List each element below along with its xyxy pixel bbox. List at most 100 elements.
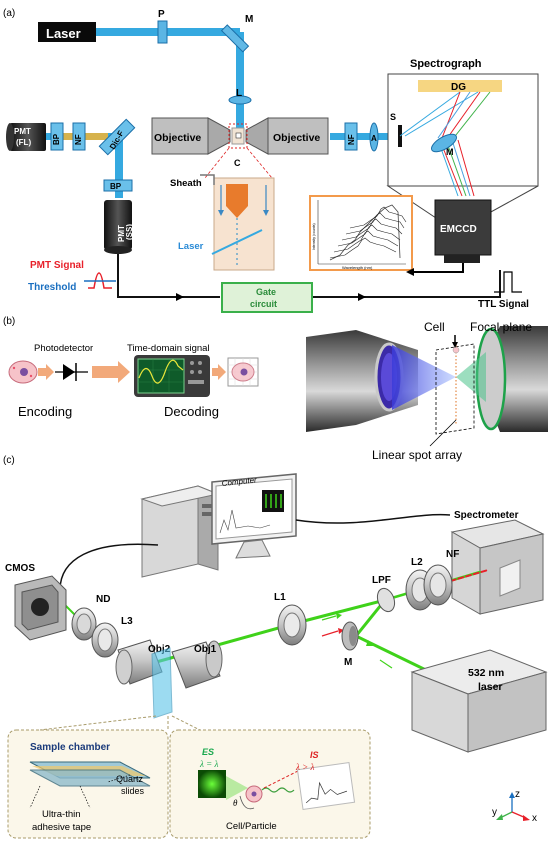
computer <box>140 473 297 578</box>
gate-circuit <box>221 282 313 313</box>
panel-a-label: (a) <box>3 8 15 19</box>
l3-label: L3 <box>121 616 133 627</box>
objective-right: Objective <box>245 117 329 155</box>
sheath-flow-cell <box>200 174 275 271</box>
collection-objective-render <box>456 326 548 432</box>
is-eq-label: λ > λ <box>295 762 314 772</box>
polarizer-label: P <box>158 9 165 20</box>
signal-wiring <box>117 254 501 298</box>
m-spec-label: M <box>446 147 454 157</box>
threshold-label: Threshold <box>28 282 76 293</box>
tape-label-1: Ultra-thin <box>42 809 81 820</box>
nf-label: NF <box>74 134 83 145</box>
laser-small-label: Laser <box>178 241 204 252</box>
spectrometer-label: Spectrometer <box>454 510 519 521</box>
pmt-signal-label: PMT Signal <box>30 260 84 271</box>
mirror-top-label: M <box>245 14 253 25</box>
focal-plane-label: Focal plane <box>470 320 532 334</box>
filter-bp-lower <box>103 179 133 192</box>
cell-label: Cell <box>424 320 445 334</box>
encoding-label: Encoding <box>18 404 72 419</box>
gate-label-2: circuit <box>250 299 277 309</box>
laser-word-label: laser <box>478 681 503 693</box>
theta-label: θ <box>233 798 238 808</box>
tape-label-2: adhesive tape <box>32 822 91 833</box>
axis-triad <box>496 792 530 821</box>
cables <box>59 513 451 591</box>
computer-label: Computer <box>221 475 257 488</box>
m-label: M <box>344 657 352 668</box>
obj1-label: Obj1 <box>194 644 217 655</box>
cell-particle-inset <box>169 715 371 839</box>
sample-chamber-slide <box>151 647 173 719</box>
panel-c-label: (c) <box>3 455 15 466</box>
cmos-label: CMOS <box>5 563 35 574</box>
lens-l2 <box>405 564 453 611</box>
cell-particle-label: Cell/Particle <box>226 821 277 832</box>
objective-obj2 <box>115 639 163 685</box>
laser-532-box <box>410 649 548 753</box>
dichroic-filter <box>98 118 136 156</box>
mirror-m-top <box>220 24 250 53</box>
pmt-ss-sub: (SS) <box>125 224 134 240</box>
filter-nf-right <box>344 122 358 151</box>
obj2-label: Obj2 <box>148 644 171 655</box>
zoom-lines <box>204 147 273 179</box>
arrow-b3 <box>212 364 226 380</box>
lens-l <box>228 95 252 105</box>
ttl-pulse <box>494 271 522 293</box>
nf-c-label: NF <box>446 549 459 560</box>
emccd-to-inset-arrow <box>414 263 464 273</box>
a-label: A <box>371 134 377 143</box>
pmt-ss-label: PMT <box>117 225 126 242</box>
inset-xlabel: Wavelength (nm) <box>342 265 373 270</box>
lpf-label: LPF <box>372 575 391 586</box>
focal-plane <box>435 335 475 435</box>
axis-y-label: y <box>492 807 497 818</box>
objective-left: Objective <box>151 117 231 155</box>
pmt-fl-label: PMT <box>14 127 31 136</box>
lens-l3 <box>91 622 119 658</box>
pmt-pulse <box>88 272 112 289</box>
axis-z-label: z <box>515 789 520 800</box>
focus-box <box>228 123 248 149</box>
decoded-image-icon <box>227 357 259 387</box>
bp-lower-label: BP <box>110 182 122 191</box>
objective-right-label: Objective <box>273 132 320 144</box>
photodetector-label: Photodetector <box>34 343 93 354</box>
pmt-fl-sub: (FL) <box>16 138 31 147</box>
laser-532-label: 532 nm <box>468 667 504 679</box>
nf-right-label: NF <box>347 134 356 145</box>
ttl-label: TTL Signal <box>478 299 529 310</box>
lens-l1 <box>277 604 307 646</box>
emccd-label: EMCCD <box>440 224 477 235</box>
filter-bp <box>50 122 64 151</box>
inset-ylabel: Intensity (counts) <box>312 223 316 250</box>
long-pass-filter <box>376 587 396 613</box>
spectrograph-label: Spectrograph <box>410 58 482 70</box>
nd-label: ND <box>96 594 110 605</box>
mirror-m <box>341 621 359 651</box>
cell-c-label: C <box>234 158 241 168</box>
s-label: S <box>390 112 396 122</box>
es-label: ES <box>202 747 214 757</box>
axis-x-label: x <box>532 813 537 824</box>
linear-spot-label: Linear spot array <box>372 448 462 462</box>
panel-b-label: (b) <box>3 316 15 327</box>
spectrograph <box>386 73 539 219</box>
dg-label: DG <box>451 82 466 93</box>
bp-label: BP <box>52 133 61 145</box>
l1-label: L1 <box>274 592 286 603</box>
quartz-label: Quartz <box>116 774 144 784</box>
is-label: IS <box>310 750 319 760</box>
nd-filter <box>71 607 97 641</box>
laser-beam-path <box>96 28 244 130</box>
cmos-camera <box>14 575 67 641</box>
photodiode-icon <box>55 363 88 381</box>
pmt-ss: PMT (SS) <box>104 200 134 254</box>
sample-chamber-inset <box>7 715 169 839</box>
decoding-label: Decoding <box>164 404 219 419</box>
lens-label: L <box>236 88 242 99</box>
pmt-fl: PMT (FL) <box>6 123 46 151</box>
filter-nf <box>72 122 86 151</box>
